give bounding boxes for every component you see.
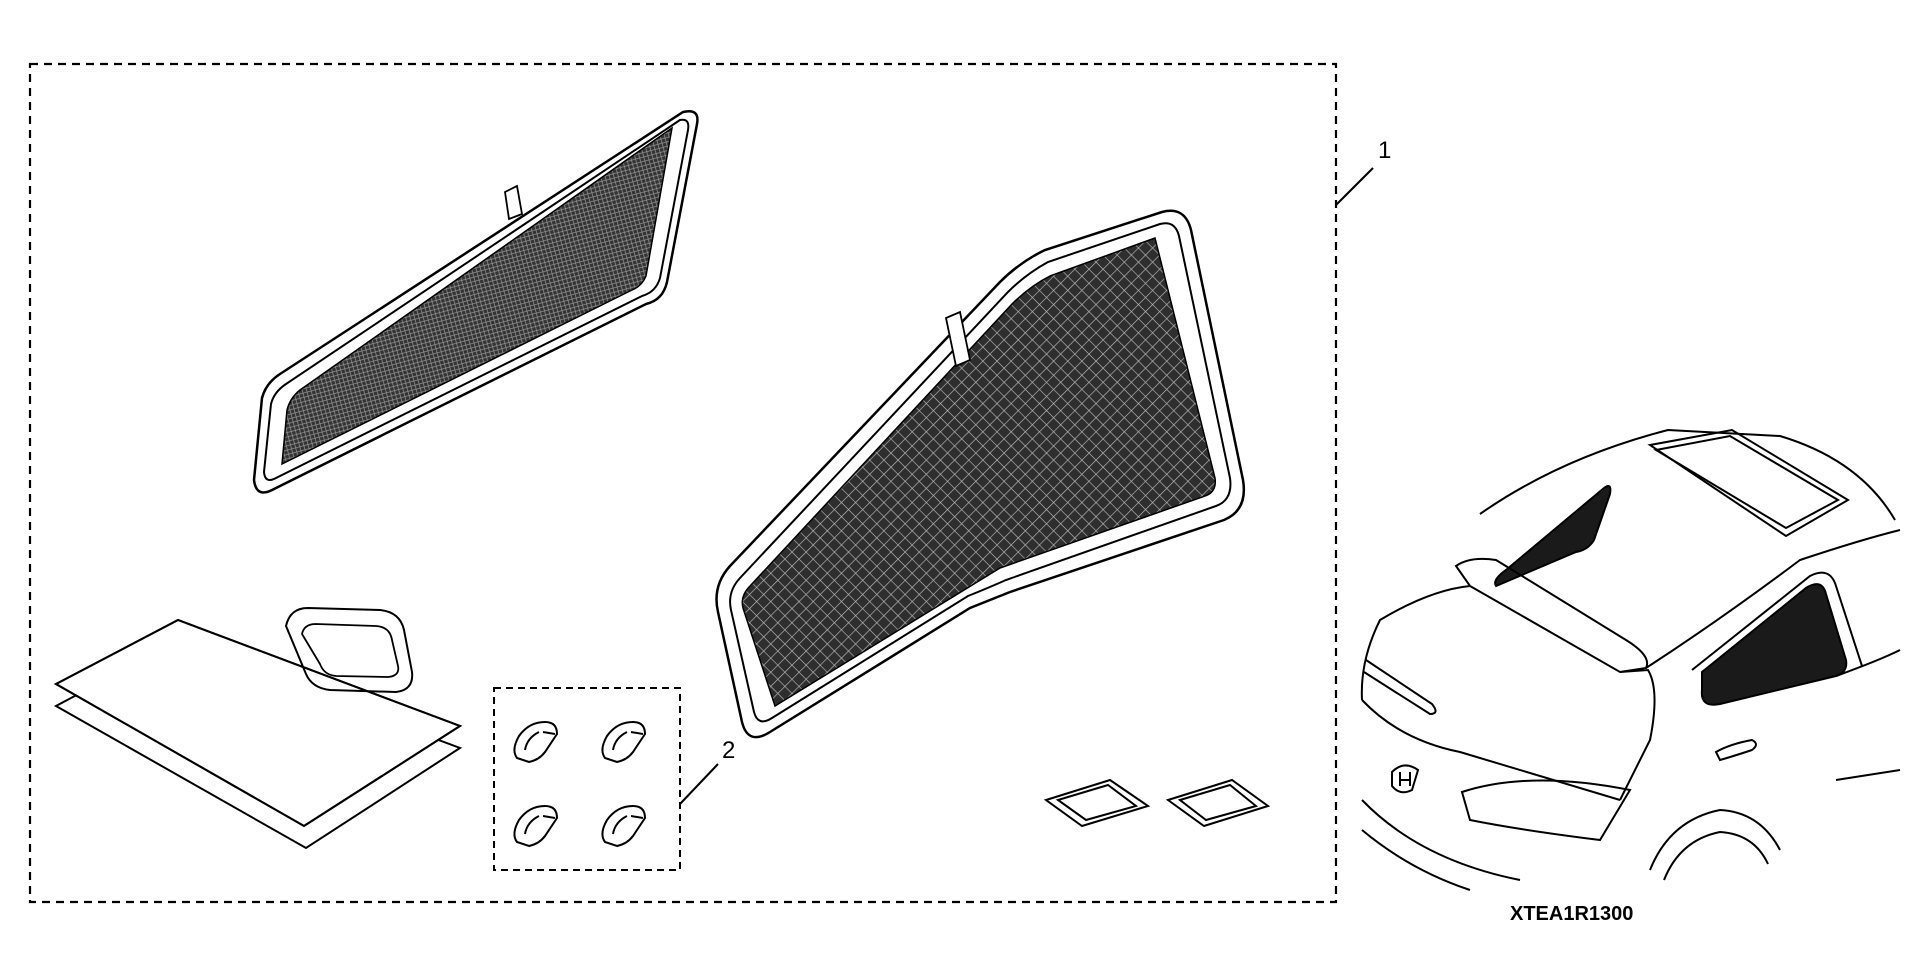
callout-leader-2 bbox=[679, 763, 719, 805]
instruction-sheet-icon bbox=[53, 618, 463, 850]
vehicle-rear-view-icon bbox=[1360, 428, 1901, 891]
clips-boundary bbox=[493, 687, 681, 871]
callout-label-1: 1 bbox=[1378, 137, 1391, 164]
mounting-clip-icon bbox=[513, 720, 647, 848]
shade-tab-small bbox=[504, 184, 524, 221]
rear-door-sunshade-icon bbox=[715, 209, 1246, 739]
figure-code: XTEA1R1300 bbox=[1510, 903, 1633, 925]
callout-label-2: 2 bbox=[722, 737, 735, 764]
adhesive-pad-icon bbox=[1043, 778, 1271, 828]
kit-boundary bbox=[28, 62, 1338, 904]
rear-quarter-sunshade-icon bbox=[252, 110, 699, 494]
callout-leader-1 bbox=[1335, 167, 1374, 206]
shade-tab-large bbox=[944, 310, 972, 368]
storage-bag-icon bbox=[53, 606, 463, 828]
